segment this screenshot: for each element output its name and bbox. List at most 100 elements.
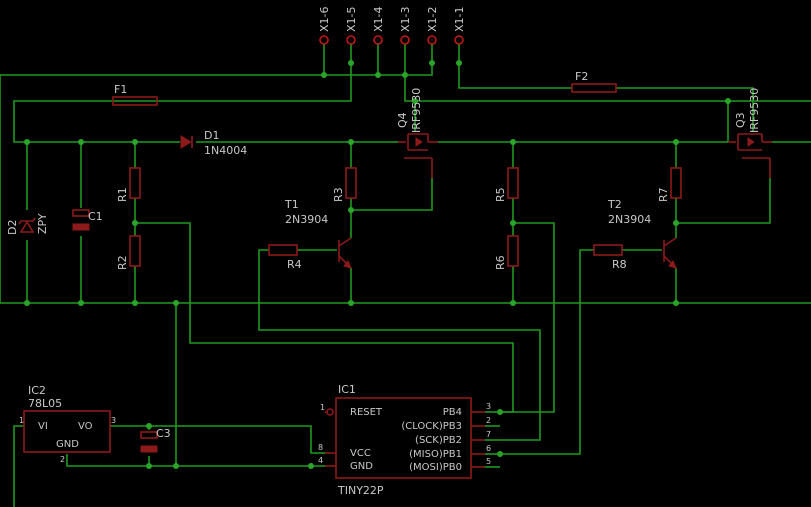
junction [429,60,435,66]
fuse-body [571,83,617,93]
transistor-t1-name: T1 [284,198,299,211]
connector-label: X1-1 [453,6,466,32]
pad-ring [319,35,329,45]
ic1-right-pin-number: 3 [486,402,491,411]
regulator-pin-vo: VO [78,421,93,432]
wire-f2-q3 [616,87,754,132]
mosfet-arrow [415,137,423,147]
ic1-left-pin-number: 8 [318,443,323,452]
resistor-r2-name: R2 [116,255,129,270]
regulator-ic2-value: 78L05 [28,397,62,410]
resistor-r8[interactable]: R8 [593,244,627,271]
mosfet-q4-value: IRF9530 [410,88,423,133]
pad-ring [427,35,437,45]
resistor-r7-name: R7 [657,187,670,202]
resistor-body [129,167,141,199]
ic1-right-pin-label: (MISO)PB1 [409,449,462,460]
ic1-right-pin-number: 5 [486,457,491,466]
junction [375,72,381,78]
capacitor-c3[interactable]: C3 [140,427,171,453]
resistor-r1-name: R1 [116,187,129,202]
mosfet-q3[interactable]: Q3 IRF9530 [728,88,772,178]
wire-r4-in [258,249,541,441]
transistor-t2-name: T2 [607,198,622,211]
junction [673,139,679,145]
transistor-collector [338,237,352,247]
fuse-f1[interactable]: F1 [112,83,158,106]
pad-ring [400,35,410,45]
capacitor-c1[interactable]: C1 [72,209,103,231]
cap-plate [72,209,90,217]
pad-ring [373,35,383,45]
regulator-pin-number: 3 [111,416,116,425]
transistor-t2-value: 2N3904 [608,213,651,226]
wire-q3-gate [676,178,771,224]
wire-r5-tap [500,222,555,413]
connector-pad-x1-3[interactable]: X1-3 [399,6,412,45]
junction [510,139,516,145]
fuse-f2[interactable]: F2 [571,70,617,93]
resistor-r5[interactable]: R5 [494,167,519,202]
resistor-r3[interactable]: R3 [332,167,357,202]
resistor-r2[interactable]: R2 [116,235,141,270]
junction [132,220,138,226]
wire-x1-3 [404,44,811,102]
diode-d1[interactable]: D1 1N4004 [180,129,247,157]
ic1-left-pin-label: VCC [350,448,371,459]
connector-pad-x1-6[interactable]: X1-6 [318,6,331,45]
junction [146,423,152,429]
transistor-t2[interactable]: T2 2N3904 [607,198,677,269]
cap-plate [140,445,158,453]
regulator-pin-vi: VI [38,421,48,432]
resistor-r6[interactable]: R6 [494,235,519,270]
resistor-body [345,167,357,199]
microcontroller-ic1-value: TINY22P [337,484,384,497]
microcontroller-body [335,397,472,479]
regulator-pin-number: 1 [19,416,24,425]
resistor-r7[interactable]: R7 [657,167,682,202]
mosfet-q4[interactable]: Q4 IRF9530 [396,88,438,178]
junction [321,72,327,78]
junction [348,207,354,213]
zener-triangle [19,220,35,233]
microcontroller-ic1[interactable]: IC1 TINY22P 1 RESET 8 VCC 4 GND 3 PB4 2 … [318,383,500,497]
ic1-left-pin-number: 1 [320,403,325,412]
mosfet-q4-name: Q4 [396,112,409,128]
zener-d2-name: D2 [6,220,19,235]
regulator-body [23,410,111,453]
wire-f1-supply [13,44,352,143]
resistor-body [507,235,519,267]
wire-reg-in [13,425,24,507]
junction [673,300,679,306]
resistor-r1[interactable]: R1 [116,167,141,202]
junction [78,139,84,145]
fuse-body [112,96,158,106]
ic1-right-pin-label: (CLOCK)PB3 [401,421,462,432]
junction [308,463,314,469]
zener-d2[interactable]: D2 ZPY [6,213,49,235]
resistor-r4[interactable]: R4 [268,244,302,271]
regulator-ic2-name: IC2 [28,384,46,397]
transistor-arrow [343,260,352,269]
junction [456,60,462,66]
connector-label: X1-4 [372,6,385,32]
connector-pad-x1-4[interactable]: X1-4 [372,6,385,45]
resistor-body [129,235,141,267]
connector-pad-x1-1[interactable]: X1-1 [453,6,466,45]
connector-label: X1-5 [345,6,358,32]
diode-d1-value: 1N4004 [204,144,247,157]
transistor-t1[interactable]: T1 2N3904 [284,198,352,269]
resistor-r6-name: R6 [494,255,507,270]
regulator-ic2[interactable]: IC2 78L05 VI VO GND 1 2 3 [19,384,116,464]
wire-x1-1-f2 [458,44,572,89]
connector-pad-x1-2[interactable]: X1-2 [426,6,439,45]
transistor-collector [663,237,677,247]
connector-pad-x1-5[interactable]: X1-5 [345,6,358,45]
regulator-pin-gnd: GND [56,439,79,450]
diode-triangle [180,135,192,149]
wire-q4-gate [351,178,433,211]
wire-ic-gnd [66,454,325,467]
wires [0,44,811,507]
pad-ring [346,35,356,45]
